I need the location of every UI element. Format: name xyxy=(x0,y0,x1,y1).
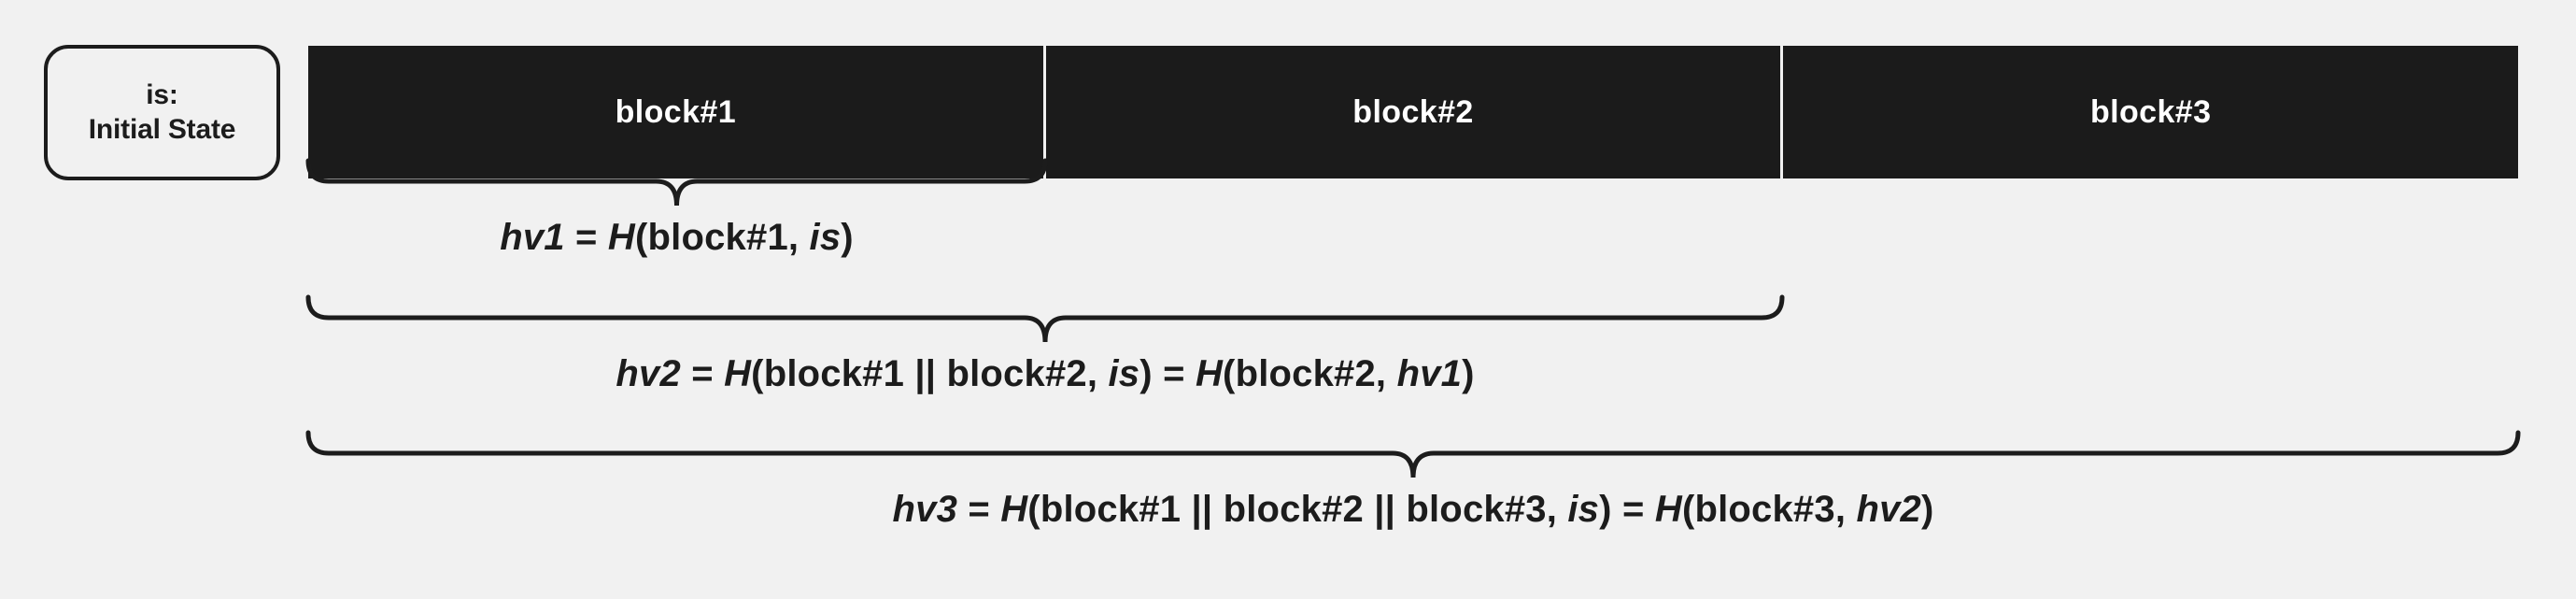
formula-token: (block#2, xyxy=(1223,353,1397,394)
formula-token: H xyxy=(1654,489,1682,530)
formula-token: (block#1 || block#2, xyxy=(751,353,1109,394)
hash-formula-hv2: hv2 = H(block#1 || block#2, is) = H(bloc… xyxy=(308,353,1782,395)
block-label-3: block#3 xyxy=(2089,93,2212,130)
formula-token: = xyxy=(957,489,1001,530)
formula-token: H xyxy=(1195,353,1224,394)
block-sequence-bar: block#1 block#2 block#3 xyxy=(308,46,2519,178)
block-label-2: block#2 xyxy=(1352,93,1474,130)
formula-token: (block#1, xyxy=(635,217,810,258)
block-cell-1: block#1 xyxy=(308,46,1046,178)
initial-state-box: is: Initial State xyxy=(44,45,280,180)
formula-token: hv3 xyxy=(892,489,958,530)
formula-token: ) xyxy=(841,217,854,258)
formula-token: ) = xyxy=(1599,489,1655,530)
formula-token: H xyxy=(1000,489,1028,530)
block-label-1: block#1 xyxy=(615,93,737,130)
brace-path xyxy=(305,430,2521,478)
block-cell-3: block#3 xyxy=(1783,46,2519,178)
formula-token: ) xyxy=(1462,353,1475,394)
formula-token: is xyxy=(1108,353,1140,394)
initial-state-abbrev: is: xyxy=(146,78,178,110)
formula-token: = xyxy=(680,353,725,394)
formula-token: (block#1 || block#2 || block#3, xyxy=(1027,489,1568,530)
formula-token: H xyxy=(724,353,752,394)
formula-token: ) xyxy=(1920,489,1934,530)
formula-token: hv1 xyxy=(1396,353,1463,394)
initial-state-label: Initial State xyxy=(88,113,236,145)
hash-formula-hv3: hv3 = H(block#1 || block#2 || block#3, i… xyxy=(308,489,2518,531)
formula-token: hv2 xyxy=(1856,489,1921,530)
hash-formula-hv1: hv1 = H(block#1, is) xyxy=(308,217,1045,259)
formula-token: = xyxy=(564,217,608,258)
formula-token: is xyxy=(809,217,842,258)
brace-path xyxy=(305,294,1785,343)
formula-token: hv1 xyxy=(500,217,565,258)
formula-token: hv2 xyxy=(616,353,681,394)
formula-token: (block#3, xyxy=(1681,489,1857,530)
formula-token: ) = xyxy=(1139,353,1196,394)
brace-path xyxy=(305,158,1048,207)
block-cell-2: block#2 xyxy=(1045,46,1784,178)
formula-token: H xyxy=(607,217,635,258)
formula-token: is xyxy=(1567,489,1600,530)
